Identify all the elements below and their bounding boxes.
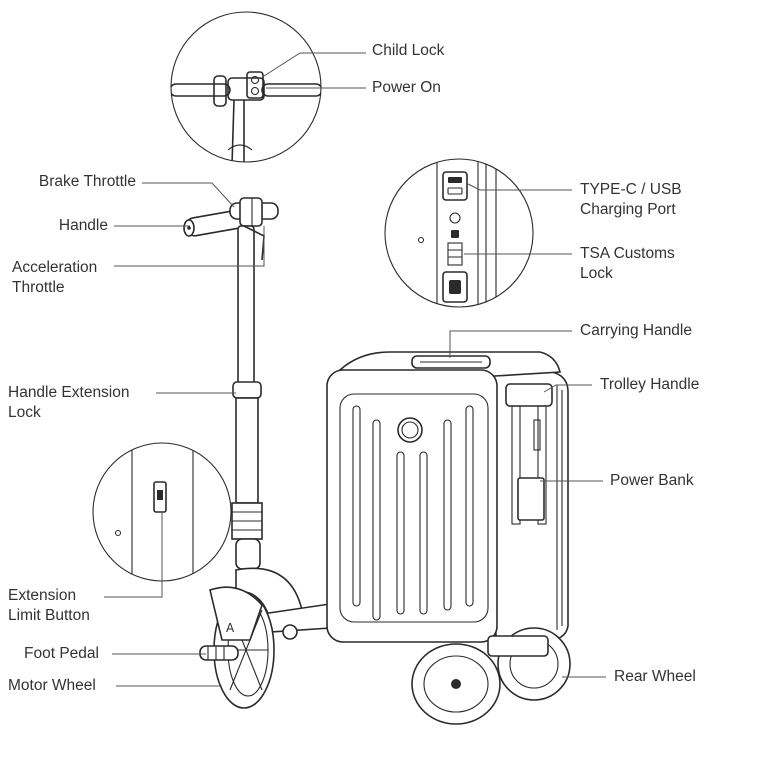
label-rear-wheel: Rear Wheel (614, 668, 696, 685)
label-extension-limit-button: Extension Limit Button (8, 586, 90, 626)
label-handle-extension-lock: Handle Extension Lock (8, 383, 130, 423)
label-motor-wheel: Motor Wheel (8, 677, 96, 694)
side-panel-detail-callout (384, 158, 534, 308)
svg-text:A: A (226, 621, 235, 635)
label-handle-extension-lock-line2: Lock (8, 404, 41, 421)
label-child-lock: Child Lock (372, 42, 445, 59)
leader-lines (104, 52, 606, 687)
label-typec-usb-port-line2: Charging Port (580, 201, 676, 218)
label-extension-limit-button-line2: Limit Button (8, 607, 90, 624)
label-foot-pedal: Foot Pedal (24, 645, 99, 662)
label-acceleration-throttle-line1: Acceleration (12, 259, 98, 276)
label-acceleration-throttle-line2: Throttle (12, 279, 65, 296)
label-acceleration-throttle: Acceleration Throttle (12, 258, 97, 298)
scooter-front-assembly: A (183, 197, 331, 709)
label-trolley-handle: Trolley Handle (600, 376, 700, 393)
label-handle: Handle (58, 217, 108, 234)
label-tsa-customs-lock-line1: TSA Customs (580, 245, 675, 262)
handlebar-detail-callout (170, 11, 322, 163)
label-handle-extension-lock-line1: Handle Extension (8, 384, 130, 401)
label-carrying-handle: Carrying Handle (580, 322, 692, 339)
label-power-bank: Power Bank (610, 472, 694, 489)
suitcase-body (326, 351, 571, 725)
label-tsa-customs-lock-line2: Lock (580, 265, 613, 282)
label-typec-usb-port-line1: TYPE-C / USB (580, 181, 682, 198)
label-brake-throttle: Brake Throttle (38, 173, 136, 190)
label-tsa-customs-lock: TSA Customs Lock (580, 244, 675, 284)
label-extension-limit-button-line1: Extension (8, 587, 77, 604)
label-typec-usb-port: TYPE-C / USB Charging Port (580, 180, 682, 220)
label-power-on: Power On (372, 79, 441, 96)
